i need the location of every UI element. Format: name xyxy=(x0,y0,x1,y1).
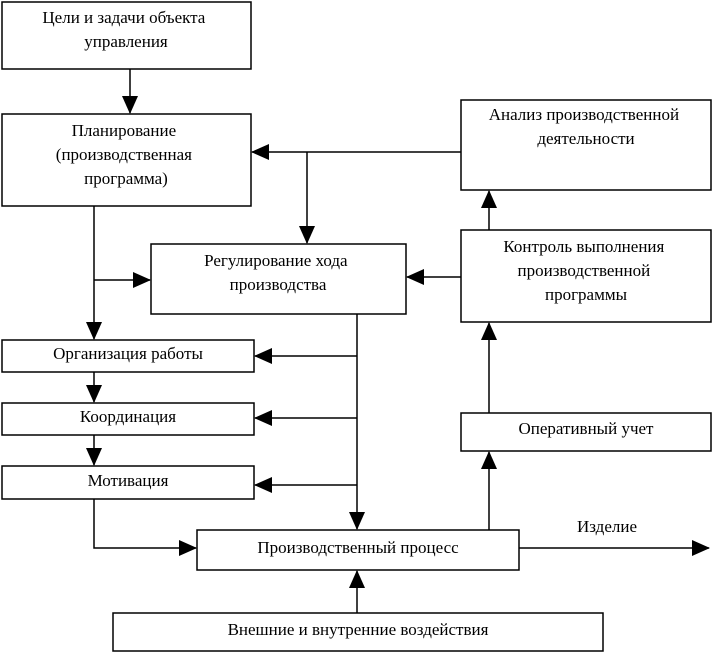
planning-box xyxy=(1,113,252,207)
influences-label: Внешние и внутренние воздействия xyxy=(228,620,489,639)
operational-accounting-box xyxy=(460,412,712,452)
organization-label: Организация работы xyxy=(53,344,203,363)
arrow-motivation-to-process xyxy=(93,499,197,556)
influences-box xyxy=(112,612,604,652)
analysis-label: Анализ производственной деятельности xyxy=(489,105,684,148)
production-process-label: Производственный процесс xyxy=(257,538,459,557)
analysis-box xyxy=(460,99,712,191)
connectors xyxy=(86,69,710,613)
output-product-label: Изделие xyxy=(577,517,637,536)
goals-box xyxy=(1,1,252,70)
operational-accounting-label: Оперативный учет xyxy=(519,419,655,438)
regulation-label: Регулирование хода производства xyxy=(204,251,352,294)
motivation-label: Мотивация xyxy=(88,471,169,490)
control-label: Контроль выполнения производственной про… xyxy=(503,237,668,304)
coordination-label: Координация xyxy=(80,407,176,426)
planning-label: Планирование (производственная программа… xyxy=(56,121,196,188)
control-box xyxy=(460,229,712,323)
goals-label: Цели и задачи объекта управления xyxy=(42,8,209,51)
